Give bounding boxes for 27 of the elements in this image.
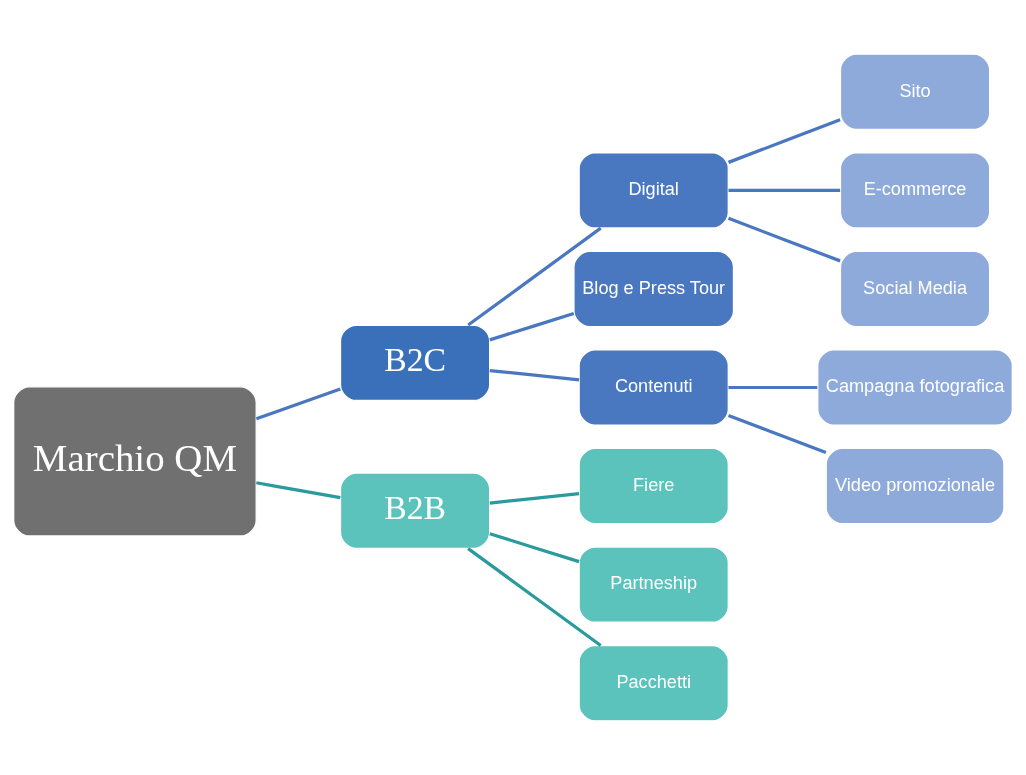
connector (467, 547, 602, 647)
node-box: Social Media (839, 250, 991, 328)
node-box: Marchio QM (13, 386, 257, 537)
node-box: B2C (339, 324, 491, 402)
connector (727, 413, 827, 455)
connector (727, 118, 841, 164)
connector (256, 481, 341, 500)
connector (489, 368, 580, 382)
node-box: Digital (578, 152, 729, 229)
node-box: Blog e Press Tour (573, 250, 735, 328)
node-box: Contenuti (578, 349, 729, 426)
node-box: E-commerce (839, 152, 991, 229)
node-box: Campagna fotografica (817, 349, 1013, 426)
connector (728, 385, 818, 390)
node-box: Sito (839, 53, 991, 131)
connector (489, 492, 580, 505)
node-box: B2B (339, 472, 491, 549)
node-box: Fiere (578, 447, 729, 525)
connector (728, 188, 841, 192)
connector (489, 312, 575, 342)
node-box: Pacchetti (578, 644, 729, 722)
node-box: Video promozionale (825, 447, 1005, 525)
connector (727, 216, 841, 263)
connector (255, 387, 341, 421)
connector (489, 532, 580, 564)
connector (467, 226, 602, 327)
node-box: Partneship (578, 546, 729, 623)
